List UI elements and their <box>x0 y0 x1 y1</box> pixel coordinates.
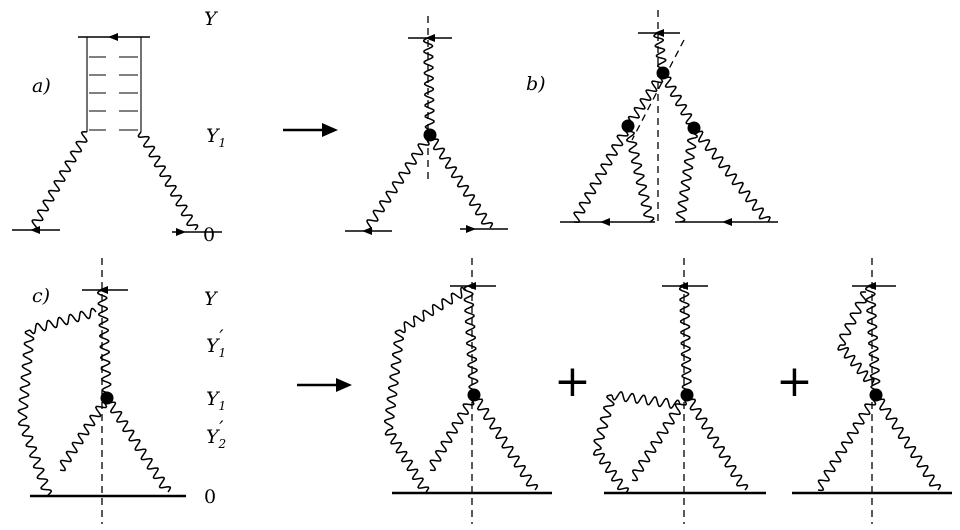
c-gluon-vertical <box>97 289 112 399</box>
d1-gluon-arc-2 <box>383 329 405 431</box>
d1-gluon-vertical <box>463 285 479 396</box>
diagram-top-middle <box>345 16 508 235</box>
panel-a-bottom-left-arrow <box>30 226 40 234</box>
diagram-bottom-1 <box>383 258 552 524</box>
panel-b-label: b) <box>526 73 546 95</box>
b-gluon-to-left-vertex <box>627 71 664 128</box>
panel-a-bottom-right-arrow <box>176 228 186 236</box>
panel-a-top-arrow <box>108 33 118 41</box>
panel-a: a) <box>12 33 222 236</box>
c-gluon-lower-right <box>103 397 172 493</box>
d3-gluon-lower-left <box>817 393 877 492</box>
d1-gluon-arc-3 <box>384 429 430 493</box>
d1-gluon-arc-1 <box>399 286 467 334</box>
cut-line-b-diagonal <box>631 39 685 141</box>
label-Y1-top: Y1 <box>206 125 226 150</box>
label-Y-bottom: Y <box>204 288 219 310</box>
d2-gluon-lower-left <box>631 393 688 482</box>
d3-gluon-loop-1 <box>838 291 868 346</box>
top-middle-gluon-left <box>365 133 431 232</box>
d3-gluon-vertical <box>865 285 881 396</box>
top-middle-gluon-vertical <box>423 37 435 136</box>
c-gluon-lower-left <box>59 396 108 472</box>
d2-gluon-vertical <box>679 285 692 396</box>
label-Y-top: Y <box>204 8 219 30</box>
d1-gluon-lower-left <box>429 393 475 472</box>
transition-arrow-top <box>283 123 338 137</box>
b-gluon-right-b <box>691 127 771 223</box>
c-gluon-arc-3 <box>17 419 53 496</box>
transition-arrow-bottom <box>297 378 352 392</box>
d3-gluon-lower-right <box>872 394 942 491</box>
c-gluon-arc-1 <box>29 307 97 335</box>
rapidity-scale-top: Y Y1 0 <box>203 8 226 246</box>
d2-gluon-loop-3 <box>592 449 630 494</box>
d2-gluon-loop-1 <box>611 391 681 409</box>
panel-a-gluon-right <box>137 131 199 231</box>
diagram-bottom-2 <box>592 258 766 524</box>
panel-b: b) <box>526 10 778 226</box>
d1-gluon-lower-right <box>470 394 539 491</box>
b-gluon-top <box>653 32 668 74</box>
diagram-bottom-3 <box>792 258 952 524</box>
rapidity-scale-bottom: Y Y1′ Y1 Y2′ 0 <box>204 288 226 508</box>
panel-c: c) <box>17 258 186 524</box>
panel-a-label: a) <box>32 75 51 97</box>
d3-gluon-loop-2 <box>837 344 875 385</box>
b-gluon-right-a <box>676 127 698 223</box>
label-Y2prime: Y2′ <box>206 417 226 451</box>
c-gluon-arc-2 <box>17 329 35 421</box>
label-zero-top: 0 <box>203 224 215 246</box>
b-gluon-left-b <box>623 125 655 223</box>
b-gluon-to-right-vertex <box>659 72 698 129</box>
ladder-rungs <box>89 56 138 131</box>
b-gluon-left-a <box>573 124 629 224</box>
d2-gluon-lower-right <box>683 394 749 491</box>
label-Y1prime: Y1′ <box>206 326 226 360</box>
top-middle-gluon-right <box>426 134 494 229</box>
plus-sign-2: + <box>776 356 813 407</box>
panel-c-label: c) <box>32 285 50 307</box>
d2-gluon-loop-2 <box>593 394 615 451</box>
label-Y1-bottom: Y1 <box>206 388 226 413</box>
panel-a-gluon-left <box>31 130 88 232</box>
plus-sign-1: + <box>554 356 591 407</box>
label-zero-bottom: 0 <box>204 486 216 508</box>
